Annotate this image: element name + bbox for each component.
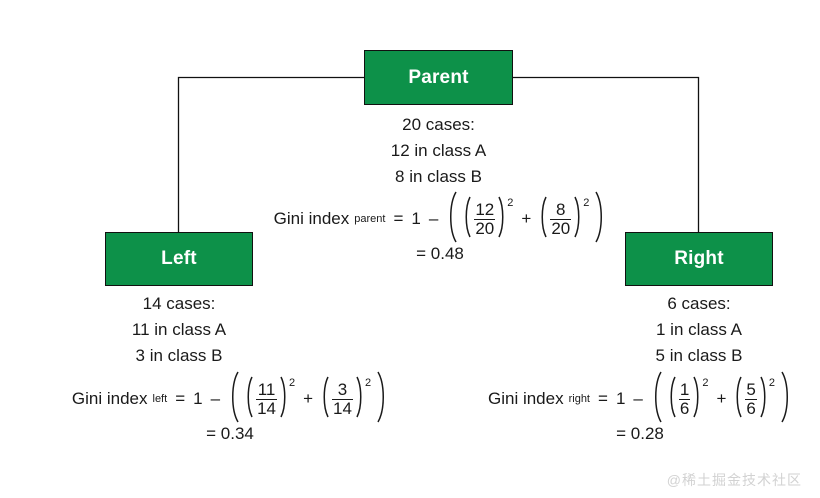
- parent-class-b: 8 in class B: [395, 167, 482, 186]
- exponent-1-right: 2: [702, 376, 709, 389]
- numerator-1-parent: 12: [475, 199, 495, 219]
- one-right: 1: [615, 389, 626, 408]
- equals-right: =: [598, 389, 608, 408]
- denominator-2-right: 6: [745, 398, 757, 418]
- inner-paren-close-2-parent: [573, 196, 582, 243]
- node-parent-label: Parent: [408, 66, 469, 88]
- parent-case-summary: 20 cases: 12 in class A 8 in class B: [364, 112, 513, 190]
- gini-subscript-left: left: [152, 393, 168, 405]
- plus-left: +: [303, 389, 314, 408]
- gini-result-parent: = 0.48: [416, 244, 464, 263]
- numerator-2-left: 3: [337, 379, 348, 399]
- watermark: @稀土掘金技术社区: [666, 472, 802, 488]
- fraction-1-right: 1 6: [677, 379, 692, 418]
- gini-label-right: Gini index: [487, 389, 564, 408]
- inner-paren-open-2-left: [321, 376, 330, 423]
- gini-formula-parent: Gini index parent = 1 – 12 20 2 +: [230, 191, 650, 264]
- numerator-1-right: 1: [679, 379, 690, 399]
- fraction-1-left: 11 14: [254, 379, 279, 418]
- term-2-right: 5 6 2: [734, 376, 775, 423]
- right-class-a: 1 in class A: [656, 320, 742, 339]
- left-case-summary: 14 cases: 11 in class A 3 in class B: [105, 291, 253, 369]
- inner-paren-open-1-right: [668, 376, 677, 423]
- term-2-left: 3 14 2: [321, 376, 371, 423]
- gini-subscript-right: right: [568, 393, 590, 405]
- inner-paren-open-1-parent: [463, 196, 472, 243]
- denominator-1-right: 6: [678, 398, 691, 418]
- outer-paren-close-parent: [594, 191, 606, 248]
- inner-paren-close-2-left: [355, 376, 364, 423]
- inner-paren-close-1-left: [279, 376, 288, 423]
- inner-paren-close-1-parent: [497, 196, 506, 243]
- term-1-parent: 12 20 2: [463, 196, 513, 243]
- exponent-2-parent: 2: [583, 196, 590, 209]
- fraction-1-parent: 12 20: [472, 199, 497, 238]
- numerator-1-left: 11: [257, 379, 276, 399]
- outer-paren-close-left: [376, 371, 388, 428]
- inner-paren-close-2-right: [759, 376, 768, 423]
- term-1-left: 11 14 2: [245, 376, 295, 423]
- fraction-2-left: 3 14: [330, 379, 355, 418]
- left-class-a: 11 in class A: [131, 320, 227, 339]
- plus-right: +: [716, 389, 727, 408]
- left-class-b: 3 in class B: [135, 346, 223, 365]
- gini-label-parent: Gini index: [273, 209, 350, 228]
- denominator-1-left: 14: [256, 398, 277, 418]
- node-right[interactable]: Right: [625, 232, 773, 286]
- plus-parent: +: [521, 209, 532, 228]
- inner-paren-open-1-left: [245, 376, 254, 423]
- minus-parent: –: [428, 209, 439, 228]
- denominator-2-parent: 20: [550, 218, 572, 238]
- right-class-b: 5 in class B: [655, 346, 743, 365]
- inner-paren-open-2-parent: [539, 196, 548, 243]
- exponent-1-left: 2: [288, 376, 296, 389]
- denominator-2-left: 14: [332, 398, 353, 418]
- node-left[interactable]: Left: [105, 232, 253, 286]
- inner-paren-close-1-right: [692, 376, 701, 423]
- gini-subscript-parent: parent: [354, 213, 386, 225]
- gini-label-left: Gini index: [71, 389, 148, 408]
- fraction-2-right: 5 6: [743, 379, 758, 418]
- gini-formula-right: Gini index right = 1 – 1 6 2 +: [430, 371, 820, 444]
- one-parent: 1: [411, 209, 421, 228]
- fraction-2-parent: 8 20: [548, 199, 573, 238]
- gini-result-right: = 0.28: [616, 424, 664, 443]
- inner-paren-open-2-right: [734, 376, 743, 423]
- left-cases-total: 14 cases:: [142, 294, 216, 313]
- minus-right: –: [633, 389, 643, 408]
- parent-cases-total: 20 cases:: [402, 115, 475, 134]
- gini-formula-left: Gini index left = 1 – 11 14 2 +: [20, 371, 440, 444]
- exponent-2-left: 2: [364, 376, 372, 389]
- term-2-parent: 8 20 2: [539, 196, 589, 243]
- one-left: 1: [193, 389, 203, 408]
- node-right-label: Right: [674, 248, 724, 269]
- equals-parent: =: [393, 209, 404, 228]
- outer-paren-open-right: [651, 371, 663, 428]
- parent-class-a: 12 in class A: [390, 141, 487, 160]
- gini-result-left: = 0.34: [206, 424, 254, 443]
- numerator-2-right: 5: [746, 379, 756, 399]
- outer-paren-open-left: [228, 371, 240, 428]
- outer-paren-open-parent: [446, 191, 458, 248]
- exponent-1-parent: 2: [507, 196, 514, 209]
- exponent-2-right: 2: [768, 376, 775, 389]
- denominator-1-parent: 20: [474, 218, 496, 238]
- numerator-2-parent: 8: [556, 199, 566, 219]
- term-1-right: 1 6 2: [668, 376, 709, 423]
- minus-left: –: [210, 389, 221, 408]
- node-parent[interactable]: Parent: [364, 50, 513, 105]
- equals-left: =: [175, 389, 186, 408]
- right-cases-total: 6 cases:: [667, 294, 731, 313]
- outer-paren-close-right: [780, 371, 792, 428]
- node-left-label: Left: [161, 248, 197, 269]
- right-case-summary: 6 cases: 1 in class A 5 in class B: [625, 291, 773, 369]
